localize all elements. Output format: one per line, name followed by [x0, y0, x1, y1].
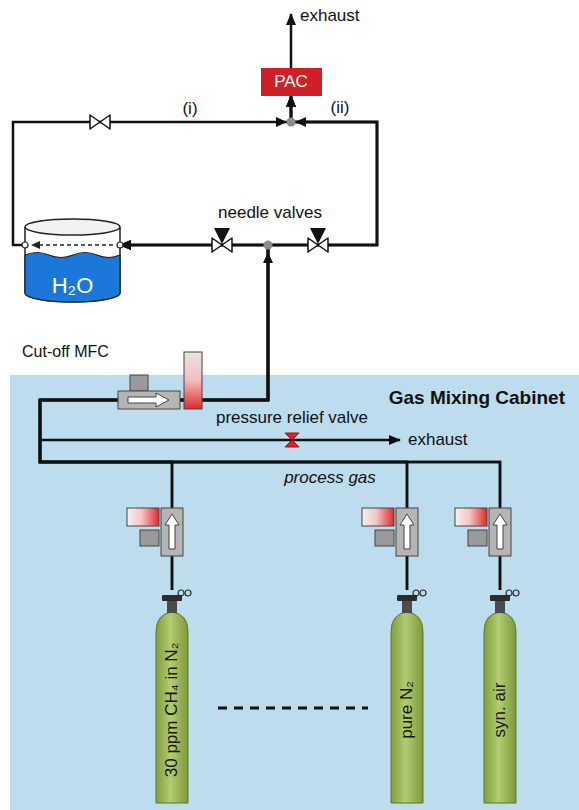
water	[25, 253, 120, 303]
water-bubbler: H₂O	[25, 215, 120, 305]
junction-dot	[287, 118, 296, 127]
mfc-controller	[130, 375, 148, 391]
tank-wall	[25, 227, 120, 302]
cylinder-label: 30 ppm CH₄ in N₂	[162, 642, 182, 776]
cabinet-title: Gas Mixing Cabinet	[10, 387, 565, 409]
cylinder-body	[156, 612, 188, 803]
pipe-label: exhaust	[300, 6, 360, 25]
mfc-controller	[140, 530, 159, 546]
pipe-label: exhaust	[408, 430, 468, 449]
cylinder-label: pure N₂	[397, 681, 417, 739]
more-cylinders-dash	[218, 707, 368, 710]
flow-arrowhead	[295, 117, 306, 127]
pipe-label: pressure relief valve	[216, 408, 368, 427]
flow-arrow-symbol	[165, 514, 179, 549]
pressure-gauge	[513, 590, 519, 596]
cylinder-body	[391, 612, 423, 803]
pipe-label: process gas	[284, 468, 376, 487]
pipe-label: needle valves	[218, 203, 322, 222]
pressure-gauge	[506, 590, 512, 596]
cylinder-body	[484, 612, 516, 803]
valve-needle	[214, 228, 230, 244]
pipe-label: (i)	[182, 99, 197, 118]
label-holder: process gas	[284, 468, 376, 488]
exhaust-pipe	[290, 14, 293, 68]
flow-arrowhead	[31, 241, 40, 249]
cylinder-neck	[402, 600, 412, 613]
gas-cylinder: 30 ppm CH₄ in N₂	[154, 590, 190, 805]
shutoff-valve	[90, 115, 110, 129]
label-holder: needle valves	[218, 203, 322, 223]
cylinder-neck	[495, 600, 505, 613]
mfc-display	[455, 508, 487, 526]
cabinet-ground	[10, 375, 579, 810]
flow-arrow-symbol	[128, 393, 169, 407]
cylinder-label: syn. air	[490, 682, 510, 737]
relief-pipe	[40, 439, 400, 442]
pipe-label: Cut-off MFC	[22, 343, 109, 360]
cabinet-band: Gas Mixing Cabinet 30 ppm CH₄ in N₂ pure N…	[10, 375, 579, 810]
gas-line	[13, 96, 291, 245]
pressure-gauge	[178, 590, 184, 596]
junction-dot	[264, 241, 273, 250]
tank-port	[22, 242, 28, 248]
label-holder: pressure relief valve	[216, 408, 368, 428]
mfc-body	[161, 508, 183, 556]
label-holder: (ii)	[331, 98, 350, 118]
flow-arrowhead	[263, 252, 273, 263]
label-holder: (i)	[182, 99, 197, 119]
pressure-gauge	[413, 590, 419, 596]
tank-rim	[25, 219, 120, 235]
pipe-label: (ii)	[331, 98, 350, 117]
flow-arrow-symbol	[493, 514, 507, 549]
mfc-display	[127, 508, 159, 526]
gas-cylinder: syn. air	[482, 590, 518, 805]
label-holder: exhaust	[300, 6, 360, 26]
mfc-body	[396, 508, 418, 556]
label-holder: exhaust	[408, 430, 468, 450]
valve-needle	[310, 228, 326, 244]
mfc-display	[184, 352, 202, 409]
cylinder-neck	[167, 600, 177, 613]
flow-arrowhead	[276, 117, 287, 127]
pressure-relief-valve	[285, 433, 299, 447]
label-holder: Cut-off MFC	[22, 343, 109, 361]
mfc-controller	[375, 530, 394, 546]
pressure-gauge	[420, 590, 426, 596]
mfc-body	[118, 391, 180, 409]
analyzer-box: PAC	[261, 68, 322, 96]
mfc-body	[489, 508, 511, 556]
mfc-display	[362, 508, 394, 526]
gas-line	[40, 96, 500, 590]
bubbling-path	[39, 244, 113, 246]
liquid-label: H₂O	[52, 273, 94, 299]
gas-cylinder: pure N₂	[389, 590, 425, 805]
tank-port	[117, 242, 123, 248]
pressure-gauge	[185, 590, 191, 596]
box-label: PAC	[274, 72, 308, 92]
flow-arrow-symbol	[400, 514, 414, 549]
mfc-controller	[468, 530, 487, 546]
